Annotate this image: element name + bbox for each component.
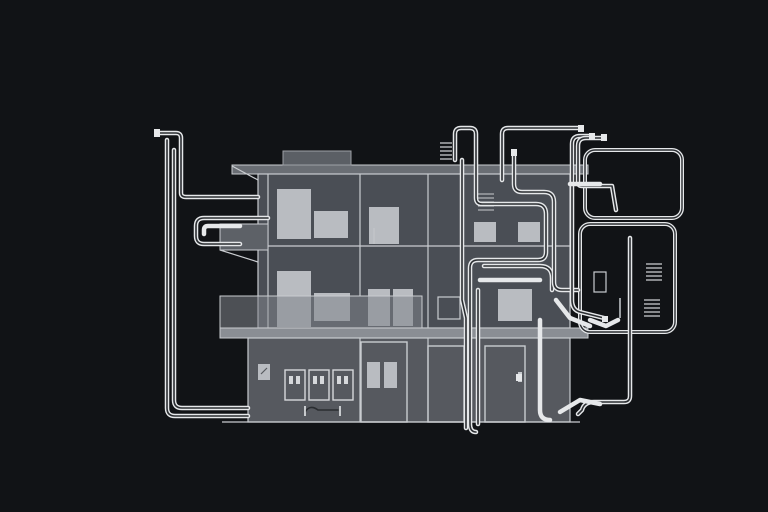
window-panel	[518, 222, 540, 242]
window-panel	[384, 362, 397, 388]
valve-icon	[154, 125, 608, 381]
window-panel	[314, 211, 348, 238]
window-panel	[277, 189, 311, 239]
rooftop-vent-icon	[440, 142, 452, 160]
floor-slab	[219, 327, 589, 339]
building	[219, 142, 589, 423]
rooftop-unit	[282, 150, 352, 166]
vent-grille-icon	[644, 263, 662, 317]
balcony-railing	[219, 295, 423, 329]
meter-panels	[284, 369, 354, 401]
hatch-outline	[437, 296, 461, 320]
cantilever-slab-top	[219, 223, 269, 251]
roof-slab	[231, 164, 589, 175]
window-panel	[367, 362, 380, 388]
pipe-network	[154, 125, 633, 435]
control-box	[258, 364, 270, 380]
window-panel	[498, 289, 532, 321]
window-panel	[369, 207, 399, 244]
window-panel	[474, 222, 496, 242]
